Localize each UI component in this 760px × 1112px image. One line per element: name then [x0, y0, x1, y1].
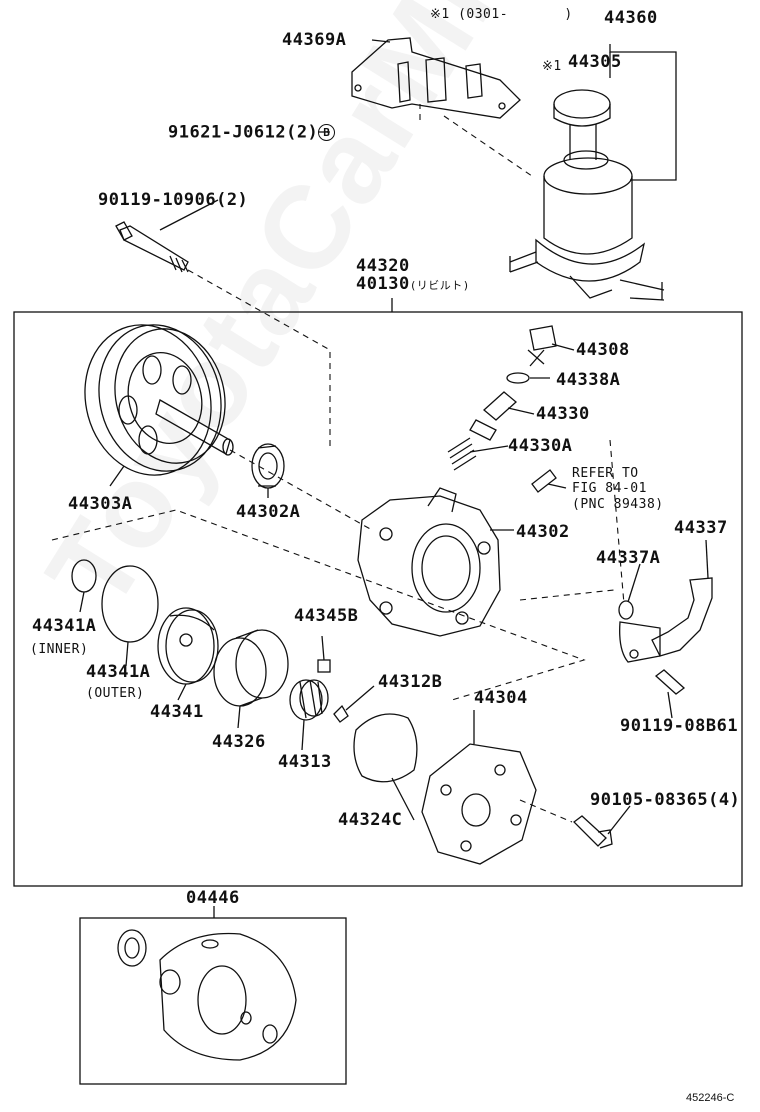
- part-44326[interactable]: 44326: [212, 732, 266, 752]
- part-44313[interactable]: 44313: [278, 752, 332, 772]
- long-bolt-drawing: [115, 221, 189, 273]
- pipe-union-drawing: [618, 577, 713, 695]
- part-90119-10906[interactable]: 90119-10906(2): [98, 190, 249, 210]
- pulley-drawing: [84, 324, 234, 476]
- part-40130-text: 40130: [356, 274, 410, 294]
- callout-b: B: [318, 124, 336, 141]
- date-note: ※1 (0301- ): [430, 8, 573, 21]
- part-44302[interactable]: 44302: [516, 522, 570, 542]
- cam-ring-drawing: [213, 629, 289, 707]
- part-44308[interactable]: 44308: [576, 340, 630, 360]
- kit-contents-drawing: [117, 929, 297, 1061]
- rebuilt-note: (リビルト): [409, 279, 470, 292]
- gasket-drawing: [353, 713, 418, 783]
- part-44320[interactable]: 44320: [356, 256, 410, 276]
- part-91621-j0612[interactable]: 91621-J0612(2)B: [168, 122, 336, 143]
- part-44302A[interactable]: 44302A: [236, 502, 301, 522]
- rotor-drawing: [289, 679, 329, 721]
- outer-oring-drawing: [101, 565, 159, 643]
- part-44341[interactable]: 44341: [150, 702, 204, 722]
- part-90105-08365[interactable]: 90105-08365(4): [590, 790, 741, 810]
- part-44337[interactable]: 44337: [674, 518, 728, 538]
- oil-seal-drawing: [251, 443, 285, 489]
- part-44330[interactable]: 44330: [536, 404, 590, 424]
- refer-note-line1: REFER TO: [572, 466, 639, 481]
- part-44369A[interactable]: 44369A: [282, 30, 347, 50]
- part-44338A[interactable]: 44338A: [556, 370, 621, 390]
- part-44303A[interactable]: 44303A: [68, 494, 133, 514]
- pump-assembly-frame: [13, 311, 743, 887]
- part-91621-text: 91621-J0612(2): [168, 122, 319, 143]
- part-44324C[interactable]: 44324C: [338, 810, 403, 830]
- date-note-text: (0301-: [458, 7, 509, 22]
- pin-drawing: [317, 659, 331, 673]
- rear-cover-drawing: [421, 743, 537, 865]
- diagram-code: 452246-C: [686, 1092, 735, 1104]
- part-40130[interactable]: 40130(リビルト): [356, 276, 470, 293]
- relief-valve-drawing: [447, 325, 557, 493]
- part-44312B[interactable]: 44312B: [378, 672, 443, 692]
- bracket-drawing: [351, 37, 521, 119]
- refer-note-line2[interactable]: FIG 84-01: [572, 481, 647, 496]
- part-04446[interactable]: 04446: [186, 888, 240, 908]
- pump-body-drawing: [357, 487, 501, 637]
- cap-note-marker: ※1: [542, 59, 562, 74]
- inner-oring-drawing: [71, 559, 97, 593]
- gasket-kit-frame: [79, 917, 347, 1085]
- part-44305[interactable]: 44305: [568, 52, 622, 72]
- part-90119-08b61[interactable]: 90119-08B61: [620, 716, 739, 736]
- part-44304[interactable]: 44304: [474, 688, 528, 708]
- part-44341A-outer[interactable]: 44341A: [86, 662, 151, 682]
- part-44360[interactable]: 44360: [604, 8, 658, 28]
- clip-drawing: [333, 704, 349, 723]
- inner-note: (INNER): [30, 642, 89, 657]
- part-44341A-inner[interactable]: 44341A: [32, 616, 97, 636]
- date-note-close: ): [564, 7, 573, 22]
- side-plate-drawing: [157, 607, 219, 685]
- part-44345B[interactable]: 44345B: [294, 606, 359, 626]
- part-44337A[interactable]: 44337A: [596, 548, 661, 568]
- outer-note: (OUTER): [86, 686, 145, 701]
- part-44330A[interactable]: 44330A: [508, 436, 573, 456]
- refer-note-line3: (PNC 89438): [572, 497, 664, 512]
- cover-bolt-drawing: [573, 815, 613, 849]
- reservoir-drawing: [509, 89, 665, 301]
- date-note-marker: ※1: [430, 7, 450, 22]
